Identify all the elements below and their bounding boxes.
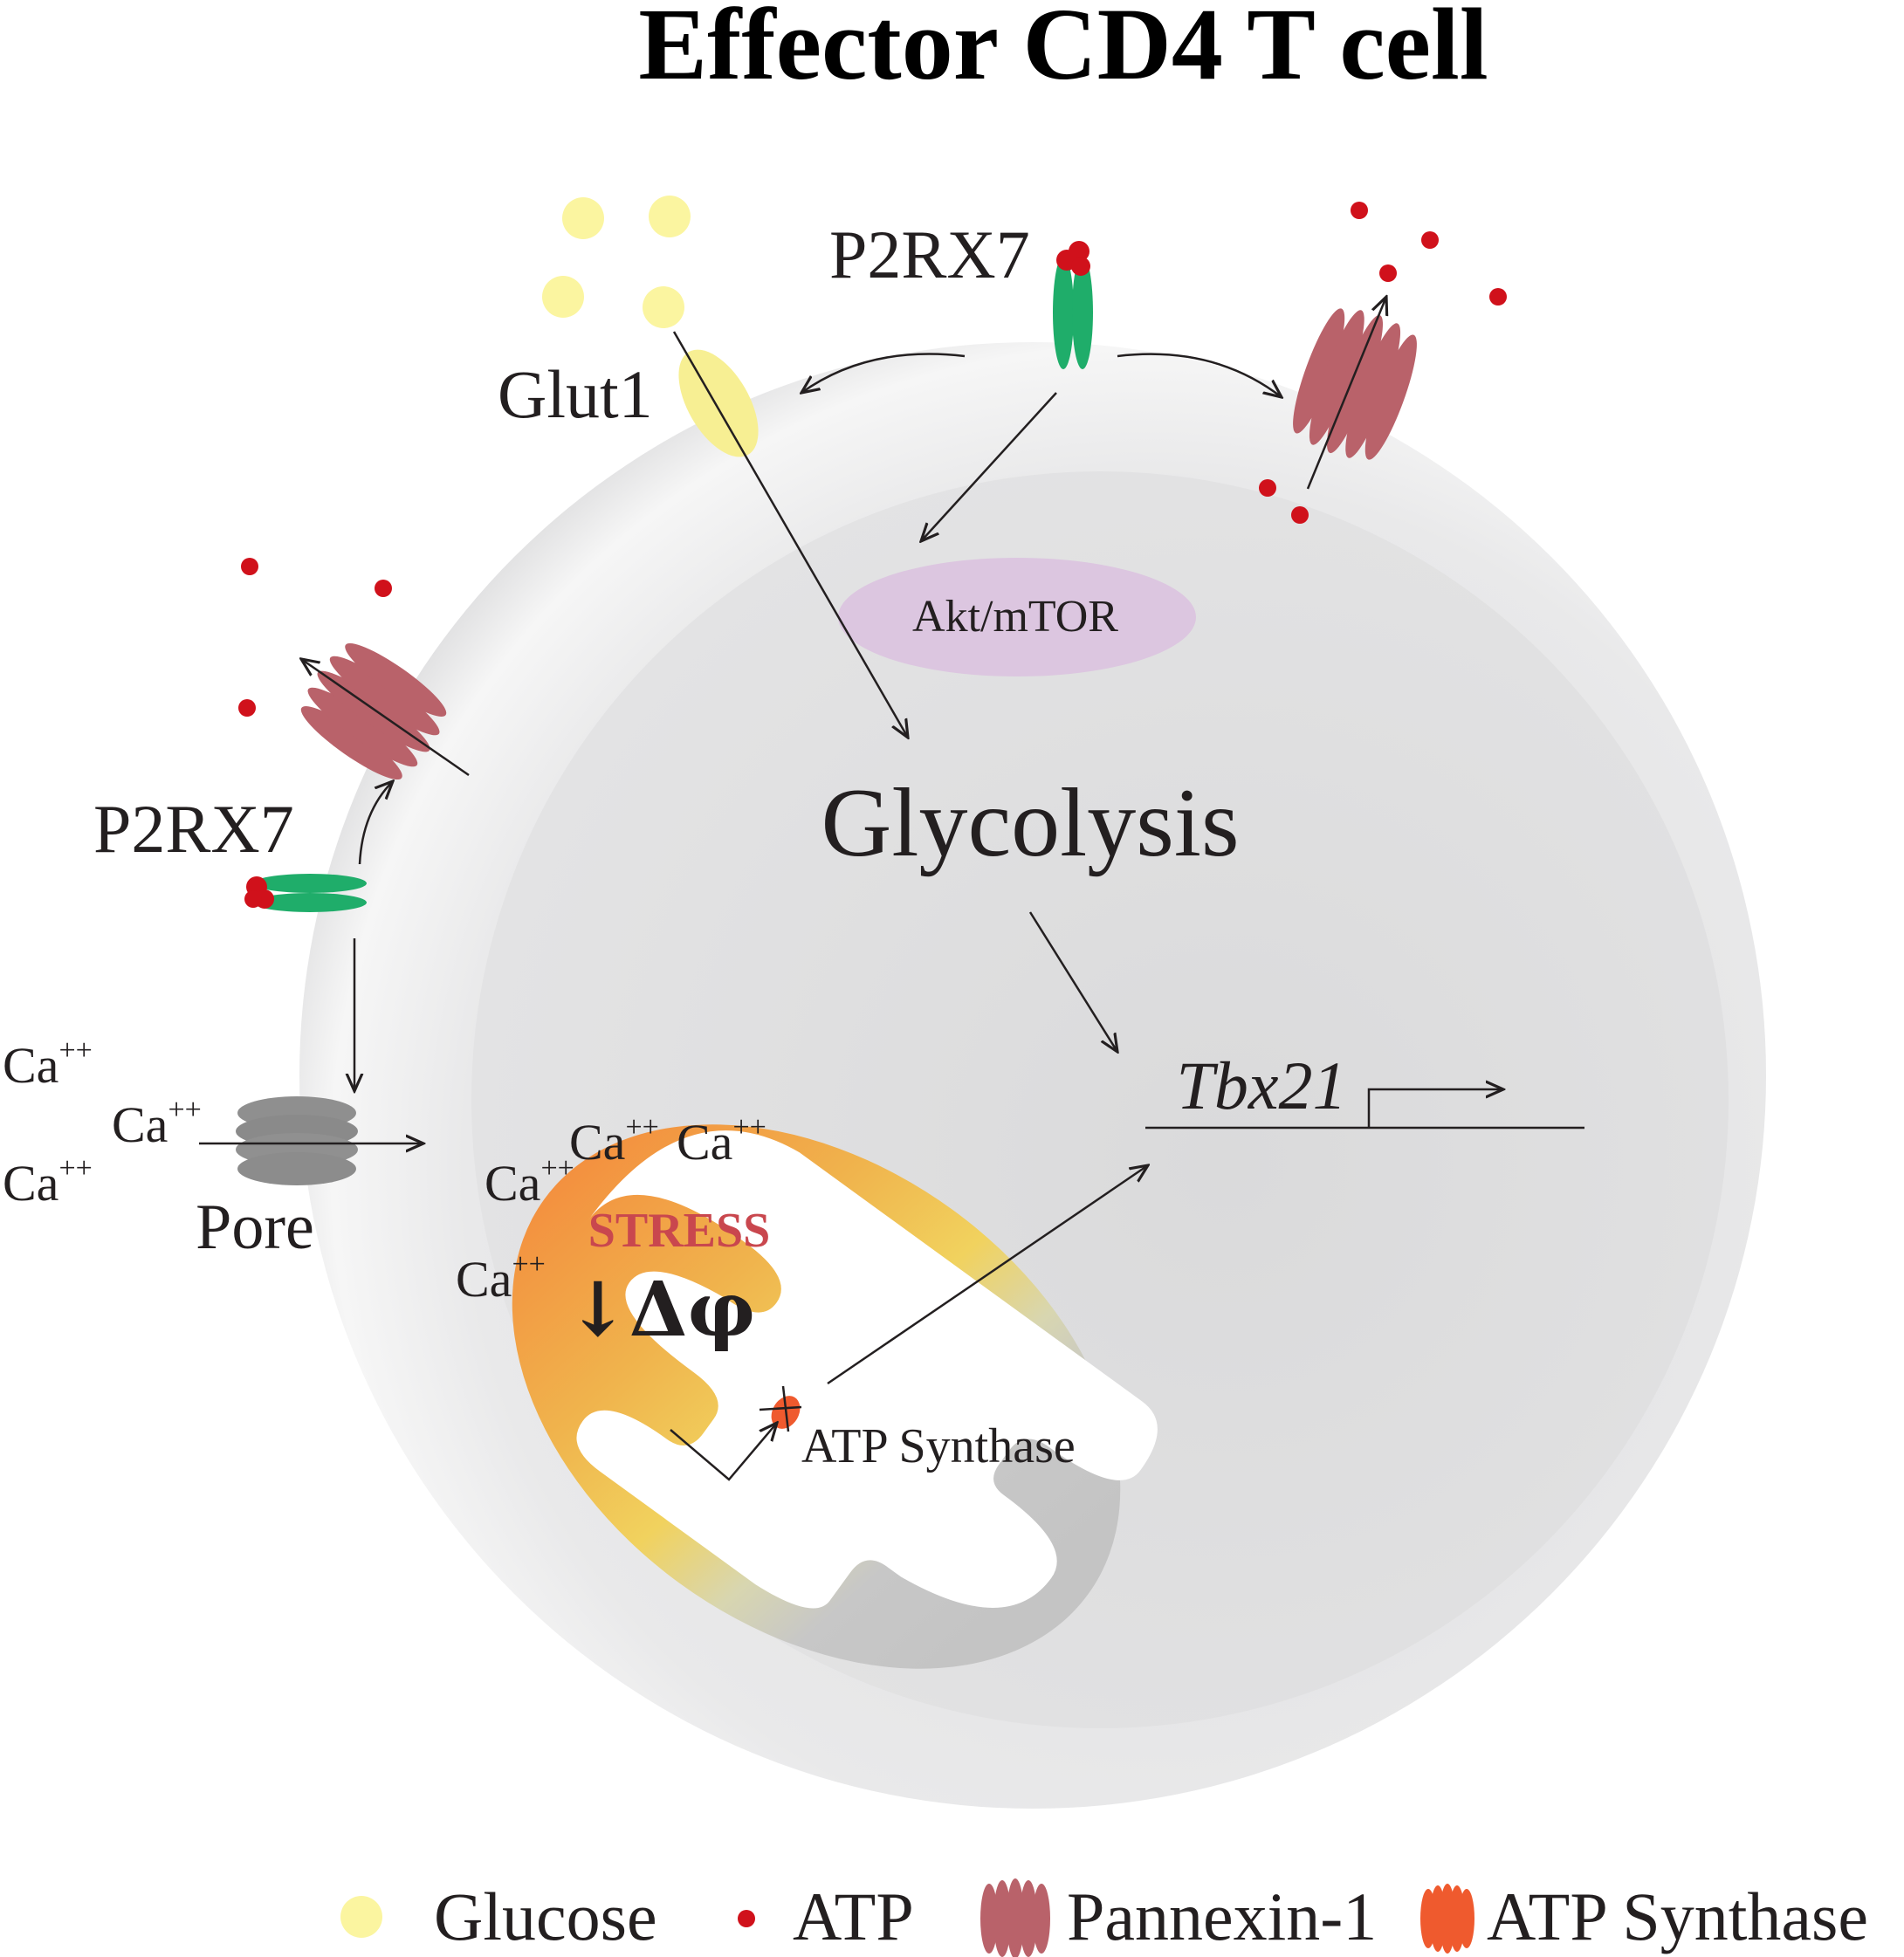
- calcium-ions: Ca++ Ca++ Ca++ Ca++ Ca++ Ca++ Ca++: [3, 1034, 766, 1308]
- stress-label: STRESS: [588, 1204, 771, 1258]
- akt-mtor-complex: [838, 558, 1196, 676]
- atp-molecules: [238, 202, 1507, 717]
- legend-glucose-symbol: [340, 1896, 382, 1938]
- glucose-molecules: [542, 196, 691, 328]
- legend-glucose-label: Glucose: [434, 1878, 657, 1954]
- tbx21-promoter-arrow: [1367, 1089, 1503, 1128]
- svg-text:Ca++: Ca++: [569, 1111, 659, 1171]
- legend-pannexin-symbol: [980, 1878, 1050, 1957]
- glycolysis-label: Glycolysis: [821, 769, 1239, 877]
- atp-synthase-label: ATP Synthase: [801, 1419, 1076, 1473]
- svg-text:Ca++: Ca++: [3, 1034, 93, 1094]
- tbx21-gene-label: Tbx21: [1177, 1047, 1347, 1123]
- p2rx7-top-receptor: [1053, 241, 1093, 369]
- pannexin-1-channel-left: [300, 642, 447, 780]
- legend-atp-synthase-label: ATP Synthase: [1487, 1878, 1868, 1954]
- svg-text:Ca++: Ca++: [3, 1152, 93, 1212]
- svg-text:Ca++: Ca++: [485, 1152, 574, 1212]
- pathway-arrows: [199, 297, 1386, 1481]
- membrane-potential-drop: ↓Δφ: [567, 1266, 756, 1354]
- svg-text:Ca++: Ca++: [456, 1248, 546, 1308]
- mitochondrion: [512, 1124, 1158, 1669]
- legend-atp-synthase-symbol: [1420, 1884, 1474, 1954]
- diagram-title: Effector CD4 T cell: [638, 0, 1488, 101]
- pore-label: Pore: [196, 1191, 314, 1263]
- legend-atp-label: ATP: [793, 1878, 914, 1954]
- legend-atp-symbol: [738, 1910, 755, 1927]
- legend-pannexin-label: Pannexin-1: [1067, 1878, 1377, 1954]
- p2rx7-left-receptor: [244, 874, 367, 912]
- calcium-pore: [236, 1096, 358, 1185]
- legend: Glucose ATP Pannexin-1 ATP Synthase: [340, 1878, 1868, 1957]
- glut1-label: Glut1: [498, 356, 653, 432]
- p2rx7-top-label: P2RX7: [829, 216, 1030, 292]
- svg-text:Ca++: Ca++: [112, 1094, 202, 1153]
- p2rx7-left-label: P2RX7: [93, 791, 294, 867]
- pannexin-1-channel-top: [1293, 308, 1417, 460]
- svg-text:Ca++: Ca++: [677, 1111, 766, 1171]
- akt-mtor-label: Akt/mTOR: [912, 592, 1118, 642]
